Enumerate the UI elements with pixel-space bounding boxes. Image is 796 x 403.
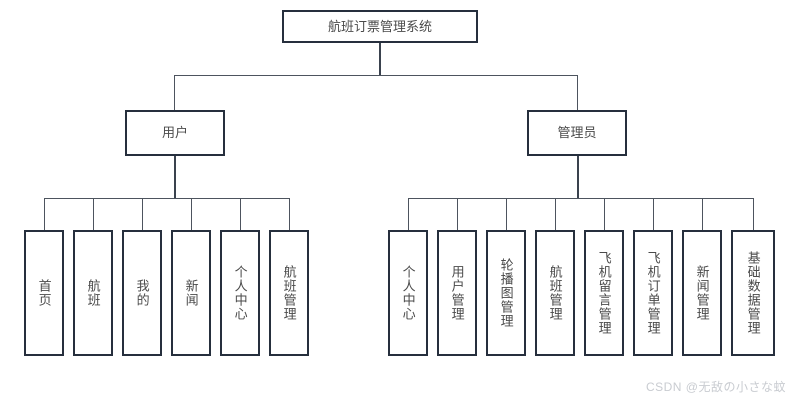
connector-admin-drop-2 <box>457 198 458 230</box>
node-admin-child-1[interactable]: 个人中心 <box>388 230 428 356</box>
connector-level2-drop-user <box>174 75 175 110</box>
connector-user-bus <box>44 198 289 199</box>
connector-admin-bus <box>408 198 754 199</box>
node-admin[interactable]: 管理员 <box>527 110 627 156</box>
connector-level2-drop-admin <box>577 75 578 110</box>
connector-admin-drop-8 <box>753 198 754 230</box>
node-admin-child-7[interactable]: 新闻管理 <box>682 230 722 356</box>
connector-level2-bus <box>174 75 578 76</box>
node-user[interactable]: 用户 <box>125 110 225 156</box>
node-user-child-5[interactable]: 个人中心 <box>220 230 260 356</box>
watermark-text: CSDN @无敌の小さな蚊 <box>645 380 786 394</box>
connector-admin-stem <box>577 156 579 198</box>
node-admin-child-8[interactable]: 基础数据管理 <box>731 230 775 356</box>
connector-admin-drop-1 <box>408 198 409 230</box>
connector-admin-drop-4 <box>555 198 556 230</box>
connector-user-drop-3 <box>142 198 143 230</box>
connector-user-drop-1 <box>44 198 45 230</box>
connector-admin-drop-3 <box>506 198 507 230</box>
node-user-child-4[interactable]: 新闻 <box>171 230 211 356</box>
node-admin-child-3[interactable]: 轮播图管理 <box>486 230 526 356</box>
connector-root-stem <box>379 43 381 76</box>
node-admin-child-4[interactable]: 航班管理 <box>535 230 575 356</box>
node-user-child-6[interactable]: 航班管理 <box>269 230 309 356</box>
node-root[interactable]: 航班订票管理系统 <box>282 10 478 43</box>
connector-user-stem <box>174 156 176 198</box>
connector-admin-drop-5 <box>604 198 605 230</box>
node-user-child-2[interactable]: 航班 <box>73 230 113 356</box>
node-admin-child-2[interactable]: 用户管理 <box>437 230 477 356</box>
node-user-child-3[interactable]: 我的 <box>122 230 162 356</box>
connector-admin-drop-6 <box>653 198 654 230</box>
connector-user-drop-6 <box>289 198 290 230</box>
connector-user-drop-2 <box>93 198 94 230</box>
connector-admin-drop-7 <box>702 198 703 230</box>
connector-user-drop-5 <box>240 198 241 230</box>
node-admin-child-6[interactable]: 飞机订单管理 <box>633 230 673 356</box>
node-admin-child-5[interactable]: 飞机留言管理 <box>584 230 624 356</box>
connector-user-drop-4 <box>191 198 192 230</box>
node-user-child-1[interactable]: 首页 <box>24 230 64 356</box>
